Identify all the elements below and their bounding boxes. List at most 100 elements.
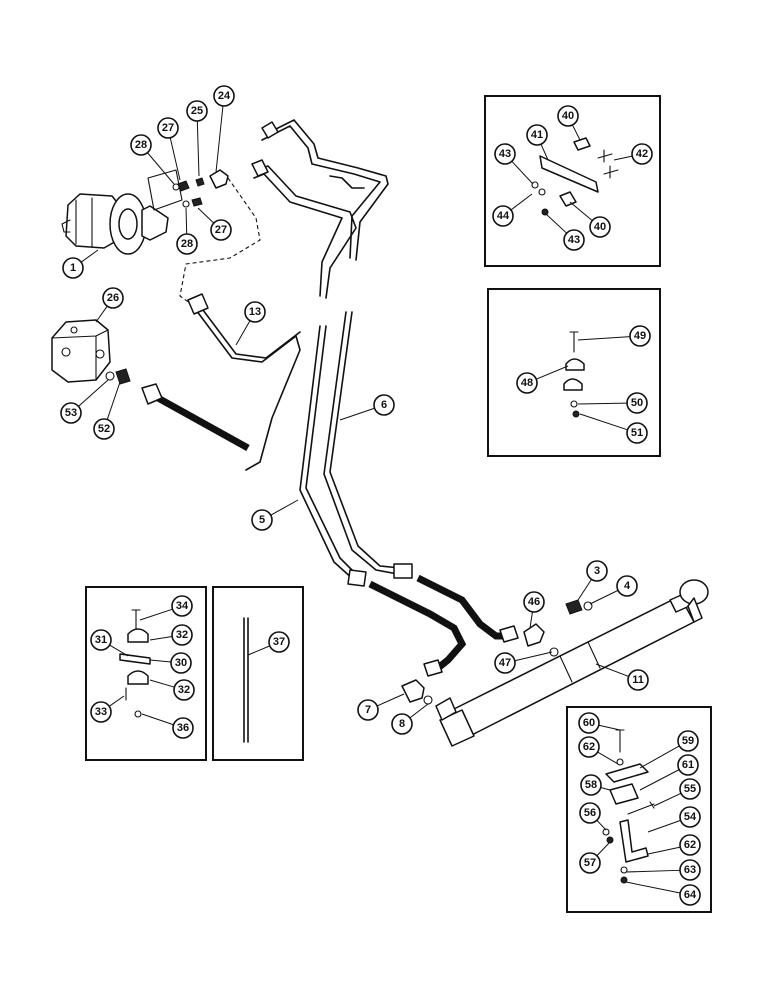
leader-lines [78, 105, 682, 894]
callout-13: 13 [249, 306, 261, 318]
leader-line-c43a [511, 160, 534, 185]
callout-60: 60 [583, 717, 595, 729]
callout-55: 55 [684, 783, 696, 795]
detail-box-bracket-54-64 [566, 706, 712, 913]
callout-bubble-c52: 52 [93, 418, 115, 440]
callout-bubble-c50: 50 [626, 392, 648, 414]
callout-bubble-c27b: 27 [210, 219, 232, 241]
callout-50: 50 [631, 397, 643, 409]
hose-upper [416, 574, 508, 640]
callout-bubble-c28a: 28 [130, 134, 152, 156]
leader-line-c4 [589, 589, 619, 605]
callout-30: 30 [175, 657, 187, 669]
leader-line-c43b [545, 213, 568, 234]
callout-59: 59 [682, 735, 694, 747]
leader-line-c13 [235, 320, 251, 346]
callout-24: 24 [218, 90, 231, 102]
tube-13 [195, 309, 301, 471]
leader-line-c30 [149, 659, 172, 663]
callout-bubble-c27a: 27 [157, 117, 179, 139]
callout-40-upper: 40 [562, 110, 574, 122]
callout-bubble-c1: 1 [62, 257, 84, 279]
o-ring-8 [423, 695, 433, 705]
pump-gasket [147, 169, 183, 211]
callout-bubble-c46: 46 [523, 591, 545, 613]
callout-bubble-c43a: 43 [494, 143, 516, 165]
callout-bubble-c54: 54 [679, 806, 701, 828]
leader-line-c61 [639, 769, 680, 791]
leader-line-c46 [529, 611, 533, 629]
callout-bubble-c59: 59 [677, 730, 699, 752]
callout-43-lower: 43 [568, 234, 580, 246]
tube-6-end [393, 563, 413, 579]
leader-line-c41 [540, 143, 549, 161]
callout-5: 5 [259, 514, 265, 526]
callout-7: 7 [365, 704, 371, 716]
leader-line-c1 [80, 249, 99, 263]
tube-5 [299, 325, 355, 581]
upper-tube-a [265, 119, 389, 261]
callout-4: 4 [624, 580, 631, 592]
leader-line-c3 [577, 579, 592, 601]
leader-line-c48 [536, 365, 569, 380]
leader-line-c32b [149, 679, 175, 688]
callout-27-lower: 27 [215, 224, 227, 236]
pump-fittings [172, 169, 229, 208]
callout-53: 53 [65, 407, 77, 419]
leader-line-c44 [510, 193, 533, 211]
callout-bubble-c43b: 43 [563, 229, 585, 251]
hose-end-47 [499, 625, 519, 643]
leader-line-c59 [639, 745, 680, 769]
callout-bubble-c40a: 40 [557, 105, 579, 127]
detail-box-rod-37 [212, 586, 304, 761]
detail-box-clamp-48-51 [487, 288, 661, 457]
elbow-fitting-7 [401, 679, 425, 703]
hidden-line-pump-to-tube [179, 177, 261, 307]
callout-bubble-c7: 7 [357, 699, 379, 721]
leader-line-c25 [196, 120, 200, 177]
callout-62-lower: 62 [684, 839, 696, 851]
callout-52: 52 [98, 423, 110, 435]
leader-line-c33 [108, 695, 125, 707]
callout-62-upper: 62 [583, 741, 595, 753]
callout-bubble-c47: 47 [494, 652, 516, 674]
callout-bubble-c55: 55 [679, 778, 701, 800]
callout-layer: 1 3 4 5 6 7 8 11 13 24 25 26 27 27 28 28… [60, 85, 701, 906]
tube-6 [323, 311, 399, 575]
callout-bubble-c53: 53 [60, 402, 82, 424]
hose-valve-to-tube [156, 394, 250, 452]
upper-tube-b-nut [251, 159, 269, 177]
callout-32-upper: 32 [176, 629, 188, 641]
leader-line-c27a [169, 137, 181, 181]
callout-34: 34 [176, 600, 189, 612]
callout-bubble-c36: 36 [172, 717, 194, 739]
tube-13-outer [199, 305, 301, 359]
tube-6-inner [329, 311, 401, 569]
callout-bubble-c24: 24 [213, 85, 235, 107]
callout-bubble-c28b: 28 [176, 233, 198, 255]
upper-tube-a-nut [261, 121, 279, 139]
leader-line-c54 [647, 819, 681, 833]
clamp-assembly-48-51 [563, 331, 585, 418]
leader-line-c7 [376, 693, 405, 707]
leader-line-c32a [149, 636, 173, 641]
callout-37: 37 [273, 636, 285, 648]
leader-line-c26 [95, 305, 108, 323]
callout-bubble-c61: 61 [677, 754, 699, 776]
callout-58: 58 [585, 779, 597, 791]
hose-end-fitting [141, 383, 163, 405]
callout-3: 3 [594, 565, 600, 577]
callout-bubble-c31: 31 [90, 629, 112, 651]
leader-line-c53 [78, 379, 109, 407]
callout-bubble-c58: 58 [580, 774, 602, 796]
callout-bubble-c8: 8 [391, 713, 413, 735]
callout-bubble-c62a: 62 [578, 736, 600, 758]
callout-bubble-c26: 26 [102, 287, 124, 309]
leader-line-c28b [185, 207, 188, 235]
leader-line-c60 [598, 724, 621, 731]
callout-54: 54 [684, 811, 697, 823]
callout-11: 11 [632, 674, 644, 686]
leader-line-c24 [215, 105, 224, 173]
steering-cylinder [435, 579, 709, 747]
callout-bubble-c56: 56 [579, 802, 601, 824]
